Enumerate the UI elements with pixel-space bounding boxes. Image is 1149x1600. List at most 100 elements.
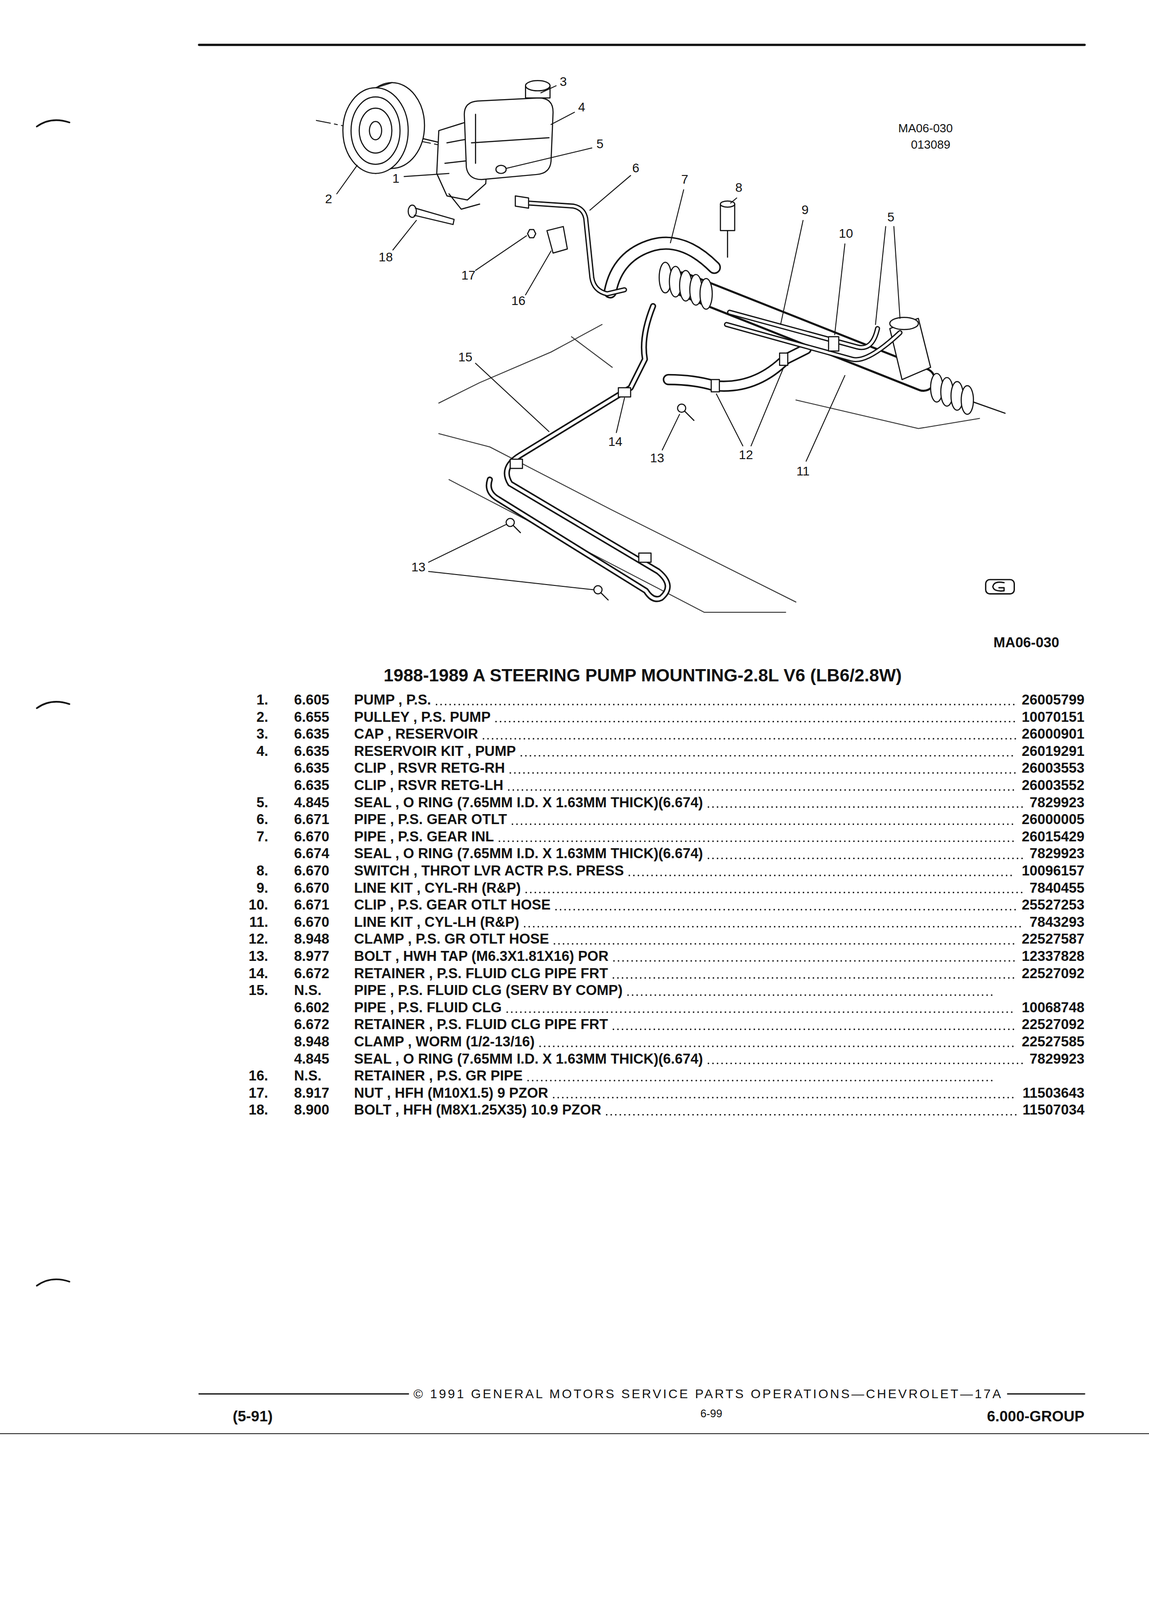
- part-number: 22527092: [1021, 965, 1085, 981]
- illustration-line: [36, 119, 70, 127]
- group-code: 4.845: [294, 794, 330, 810]
- part-number: 26003552: [1021, 778, 1085, 794]
- dot-leader: [495, 720, 1016, 723]
- part-number: 25527253: [1021, 897, 1085, 913]
- part-number: 7829923: [1029, 794, 1085, 810]
- group-code: 6.670: [294, 829, 330, 845]
- part-number: 11503643: [1022, 1085, 1085, 1101]
- illustration-line: [428, 571, 595, 590]
- page-rules: [0, 44, 1149, 1434]
- illustration-line: [525, 80, 550, 91]
- part-number: 7840455: [1029, 880, 1085, 896]
- illustration-line: [681, 283, 924, 380]
- illustration-line: [750, 367, 784, 446]
- illustration-line: [720, 204, 735, 231]
- illustration-line: [475, 363, 550, 432]
- pipe-clamp: [638, 553, 651, 563]
- dot-leader: [629, 874, 1016, 877]
- part-number: 26015429: [1021, 829, 1085, 845]
- part-number: 7829923: [1029, 1051, 1085, 1067]
- callout-number: 7: [681, 172, 689, 186]
- item-number: 3.: [256, 726, 269, 742]
- item-number: 1.: [256, 692, 269, 708]
- illustration-line: [894, 226, 900, 319]
- part-description: PIPE , P.S. GEAR INL: [354, 829, 495, 845]
- illustration-line: [684, 411, 694, 421]
- leader-line: [336, 85, 900, 590]
- illustration-line: [359, 108, 392, 154]
- group-code: 6.671: [294, 812, 330, 828]
- illustration-line: [488, 305, 668, 599]
- illustration-line: [726, 324, 900, 360]
- steering-rack: [659, 262, 1005, 415]
- dot-leader: [526, 891, 1024, 894]
- illustration-line: [404, 173, 450, 177]
- dot-leader: [613, 1028, 1016, 1031]
- inlet-hose: [610, 243, 715, 292]
- callout-number: 10: [839, 226, 854, 240]
- dot-leader: [614, 959, 1016, 962]
- part-number: 26019291: [1021, 744, 1085, 760]
- margin-mark: [36, 119, 70, 1286]
- item-number: 5.: [256, 794, 269, 810]
- callout-number: 12: [739, 448, 754, 462]
- cooler-pipe: [488, 305, 668, 599]
- illustration-line: [342, 87, 409, 174]
- part-description: RESERVOIR KIT , PUMP: [354, 744, 516, 760]
- illustration-line: [540, 85, 557, 94]
- o-ring: [495, 165, 506, 174]
- callout-number: 5: [887, 210, 895, 225]
- callout-number: 3: [559, 74, 568, 89]
- catalog-title: 1988-1989 A STEERING PUMP MOUNTING-2.8L …: [383, 666, 902, 685]
- dot-leader: [499, 840, 1016, 843]
- group-code: N.S.: [294, 983, 322, 999]
- figure-code: MA06-030: [898, 122, 953, 135]
- illustration-line: [730, 198, 737, 204]
- illustration-line: [668, 349, 807, 387]
- group-code: 8.948: [294, 1034, 330, 1050]
- group-code: 6.602: [294, 1000, 330, 1016]
- part-description: PULLEY , P.S. PUMP: [354, 709, 491, 725]
- group-code: 6.670: [294, 914, 330, 930]
- part-description: LINE KIT , CYL-RH (R&P): [354, 880, 521, 896]
- illustration-line: [985, 579, 1015, 594]
- part-description: SEAL , O RING (7.65MM I.D. X 1.63MM THIC…: [354, 794, 704, 810]
- illustration-line: [716, 394, 743, 446]
- dot-leader: [483, 737, 1016, 740]
- callout-number: 16: [511, 294, 526, 308]
- illustration-line: [199, 43, 1085, 46]
- part-number: 10096157: [1021, 863, 1085, 879]
- illustration-line: [36, 701, 70, 709]
- callout-number: 13: [411, 560, 426, 575]
- part-number: 26003553: [1021, 760, 1085, 776]
- illustration-line: [973, 401, 1006, 414]
- line-clip: [828, 336, 839, 351]
- part-number: 26000901: [1021, 726, 1085, 742]
- illustration-line: [0, 1433, 1149, 1434]
- illustration-line: [513, 525, 521, 533]
- part-description: CAP , RESERVOIR: [354, 726, 479, 742]
- dot-leader: [553, 1096, 1017, 1099]
- group-code: 6.672: [294, 965, 330, 981]
- part-number: 7843293: [1029, 914, 1085, 930]
- item-number: 7.: [256, 829, 269, 845]
- callout-number: 6: [632, 161, 640, 175]
- illustration-line: [670, 189, 684, 244]
- item-number: 2.: [256, 709, 269, 725]
- part-description: LINE KIT , CYL-LH (R&P): [354, 914, 520, 930]
- illustration-line: [780, 220, 803, 325]
- pump-body: [436, 80, 554, 210]
- part-number: 11507034: [1022, 1102, 1085, 1118]
- part-description: BOLT , HWH TAP (M6.3X1.81X16) POR: [354, 949, 609, 965]
- pump-pulley: [342, 82, 441, 174]
- dot-leader: [436, 703, 1016, 706]
- illustration-line: [528, 203, 625, 295]
- figure-code: MA06-030: [993, 635, 1060, 651]
- callout-number: 14: [608, 434, 623, 449]
- outlet-pipe: [515, 195, 625, 295]
- group-code: N.S.: [294, 1068, 322, 1084]
- part-description: SEAL , O RING (7.65MM I.D. X 1.63MM THIC…: [354, 1051, 704, 1067]
- group-code: 6.671: [294, 897, 330, 913]
- dot-leader: [708, 1062, 1024, 1065]
